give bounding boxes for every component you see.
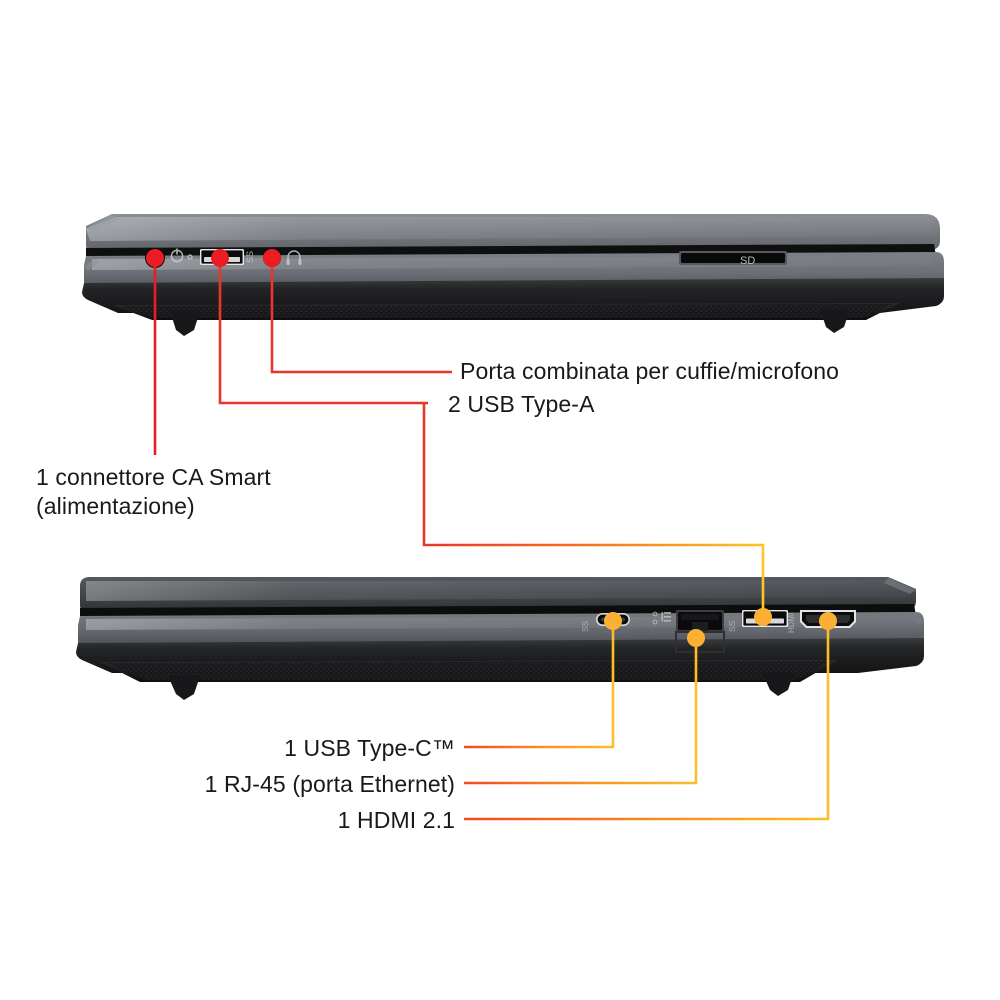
marker-dot-hdmi [819,612,837,630]
svg-text:SS: SS [245,251,255,263]
marker-dot-usb-a-bottom [754,608,772,626]
callout-label-ac-power: 1 connettore CA Smart (alimentazione) [36,463,271,522]
laptop-bottom-profile: SS [76,577,924,700]
sd-slot-label: SD [740,255,755,267]
usb-ss-icon-top: SS [245,251,255,263]
marker-dot-ac-power [146,249,164,267]
usb-ss-icon-bottom: SS [727,620,737,632]
svg-text:HDMI: HDMI [787,613,796,633]
callout-label-hdmi: 1 HDMI 2.1 [337,807,455,833]
svg-text:SS: SS [727,620,737,632]
laptop-top-profile: SS SD [82,214,944,336]
callout-label-ac-power-line1: 1 connettore CA Smart [36,464,271,490]
callout-label-usb-c: 1 USB Type-C™ [284,735,455,761]
callout-label-usb-a: 2 USB Type-A [448,391,595,417]
leader-line-usb-c [464,620,615,749]
leader-line-usb-a-upper [218,258,428,405]
svg-text:SS: SS [580,620,590,632]
leader-line-audio [270,258,452,374]
port-rj45 [675,610,725,653]
callout-label-ac-power-line2: (alimentazione) [36,493,195,520]
leader-line-rj45 [464,637,698,785]
hdmi-label-icon: HDMI [787,613,796,633]
marker-dot-rj45 [687,629,705,647]
callout-label-audio-combo: Porta combinata per cuffie/microfono [460,358,840,384]
marker-dot-audio [263,249,281,267]
marker-dot-usb-c [604,612,622,630]
callout-label-rj45: 1 RJ-45 (porta Ethernet) [204,771,455,797]
usb-c-ss-icon: SS [580,620,590,632]
headphone-icon [286,250,302,265]
ethernet-icon [652,611,671,625]
port-sd-slot: SD [679,251,787,267]
leader-line-usb-a-bridge [422,403,765,618]
marker-dot-usb-a-top [211,249,229,267]
leader-line-hdmi [464,620,830,821]
power-icon [170,248,193,263]
